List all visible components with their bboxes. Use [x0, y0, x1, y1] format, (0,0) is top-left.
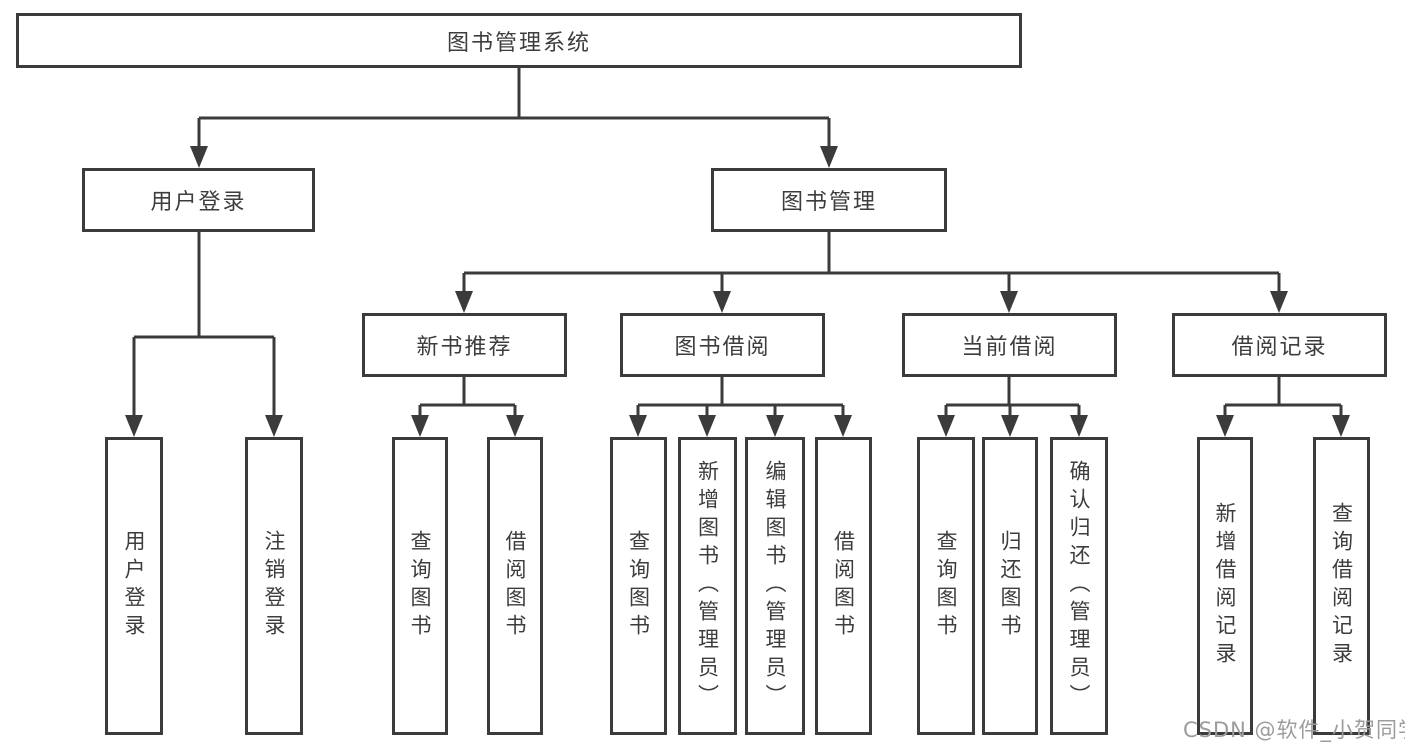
leaf-add-book-admin: 新增图书（管理员）: [678, 437, 737, 735]
leaf-query-books-3: 查询图书: [917, 437, 975, 735]
node-label: 图书管理: [780, 190, 877, 215]
node-new-book-recommendation: 新书推荐: [362, 313, 567, 377]
node-label: 归还图书: [998, 530, 1022, 642]
leaf-query-borrow-record: 查询借阅记录: [1313, 437, 1370, 735]
arrow-down-icon: [713, 291, 731, 313]
node-label: 查询借阅记录: [1329, 502, 1354, 670]
arrow-down-icon: [937, 415, 955, 437]
arrow-down-icon: [766, 415, 784, 437]
arrow-down-icon: [265, 415, 283, 437]
node-label: 用户登录: [122, 530, 146, 642]
node-borrowing-records: 借阅记录: [1172, 313, 1387, 377]
arrow-down-icon: [834, 415, 852, 437]
node-label: 查询图书: [934, 530, 958, 642]
node-label: 图书管理系统: [446, 30, 591, 56]
leaf-user-login: 用户登录: [105, 437, 163, 735]
leaf-borrow-books: 借阅图书: [487, 437, 543, 735]
node-label: 新书推荐: [416, 335, 513, 360]
connector-cur-borrow-to-leaves: [944, 377, 1081, 415]
arrow-down-icon: [629, 415, 647, 437]
connector-root-to-level2: [197, 68, 831, 146]
node-label: 用户登录: [150, 190, 247, 215]
node-book-borrowing: 图书借阅: [620, 313, 825, 377]
connector-segments: [132, 68, 1343, 415]
arrow-down-icon: [1216, 415, 1234, 437]
leaf-borrow-books-2: 借阅图书: [815, 437, 872, 735]
node-book-management: 图书管理: [711, 168, 947, 232]
csdn-watermark: CSDN @软件_小贺同学: [1183, 718, 1405, 742]
leaf-return-books: 归还图书: [982, 437, 1038, 735]
arrowheads: [125, 146, 1350, 437]
leaf-logout: 注销登录: [245, 437, 303, 735]
node-label: 查询图书: [626, 530, 651, 642]
arrow-down-icon: [1070, 415, 1088, 437]
arrow-down-icon: [1001, 415, 1019, 437]
arrow-down-icon: [1270, 291, 1288, 313]
node-label: 确认归还（管理员）: [1067, 460, 1091, 712]
leaf-confirm-return-admin: 确认归还（管理员）: [1050, 437, 1108, 735]
connector-user-login-to-leaves: [132, 232, 276, 415]
node-label: 借阅图书: [503, 530, 527, 642]
node-label: 新增借阅记录: [1213, 502, 1237, 670]
arrow-down-icon: [698, 415, 716, 437]
connector-book-borrow-to-leaves: [636, 377, 845, 415]
arrow-down-icon: [820, 146, 838, 168]
arrow-down-icon: [411, 415, 429, 437]
arrow-down-icon: [1332, 415, 1350, 437]
node-label: 借阅记录: [1231, 335, 1328, 360]
leaf-query-books-2: 查询图书: [610, 437, 667, 735]
arrow-down-icon: [506, 415, 524, 437]
node-label: 查询图书: [408, 530, 432, 642]
arrow-down-icon: [125, 415, 143, 437]
node-label: 借阅图书: [831, 530, 856, 642]
node-current-borrowing: 当前借阅: [902, 313, 1117, 377]
connector-book-mgmt-to-level3: [462, 232, 1281, 291]
leaf-edit-book-admin: 编辑图书（管理员）: [745, 437, 805, 735]
node-label: 图书借阅: [674, 335, 771, 360]
node-label: 新增图书（管理员）: [695, 460, 720, 712]
connector-borrow-rec-to-leaves: [1223, 377, 1343, 415]
arrow-down-icon: [190, 146, 208, 168]
connector-new-book-to-leaves: [418, 377, 517, 415]
node-label: 编辑图书（管理员）: [763, 460, 787, 712]
node-label: 当前借阅: [961, 335, 1058, 360]
leaf-add-borrow-record: 新增借阅记录: [1197, 437, 1253, 735]
arrow-down-icon: [455, 291, 473, 313]
node-label: 注销登录: [262, 530, 286, 642]
arrow-down-icon: [1000, 291, 1018, 313]
leaf-query-books: 查询图书: [392, 437, 448, 735]
node-user-login: 用户登录: [82, 168, 315, 232]
node-library-management-system: 图书管理系统: [16, 13, 1022, 68]
